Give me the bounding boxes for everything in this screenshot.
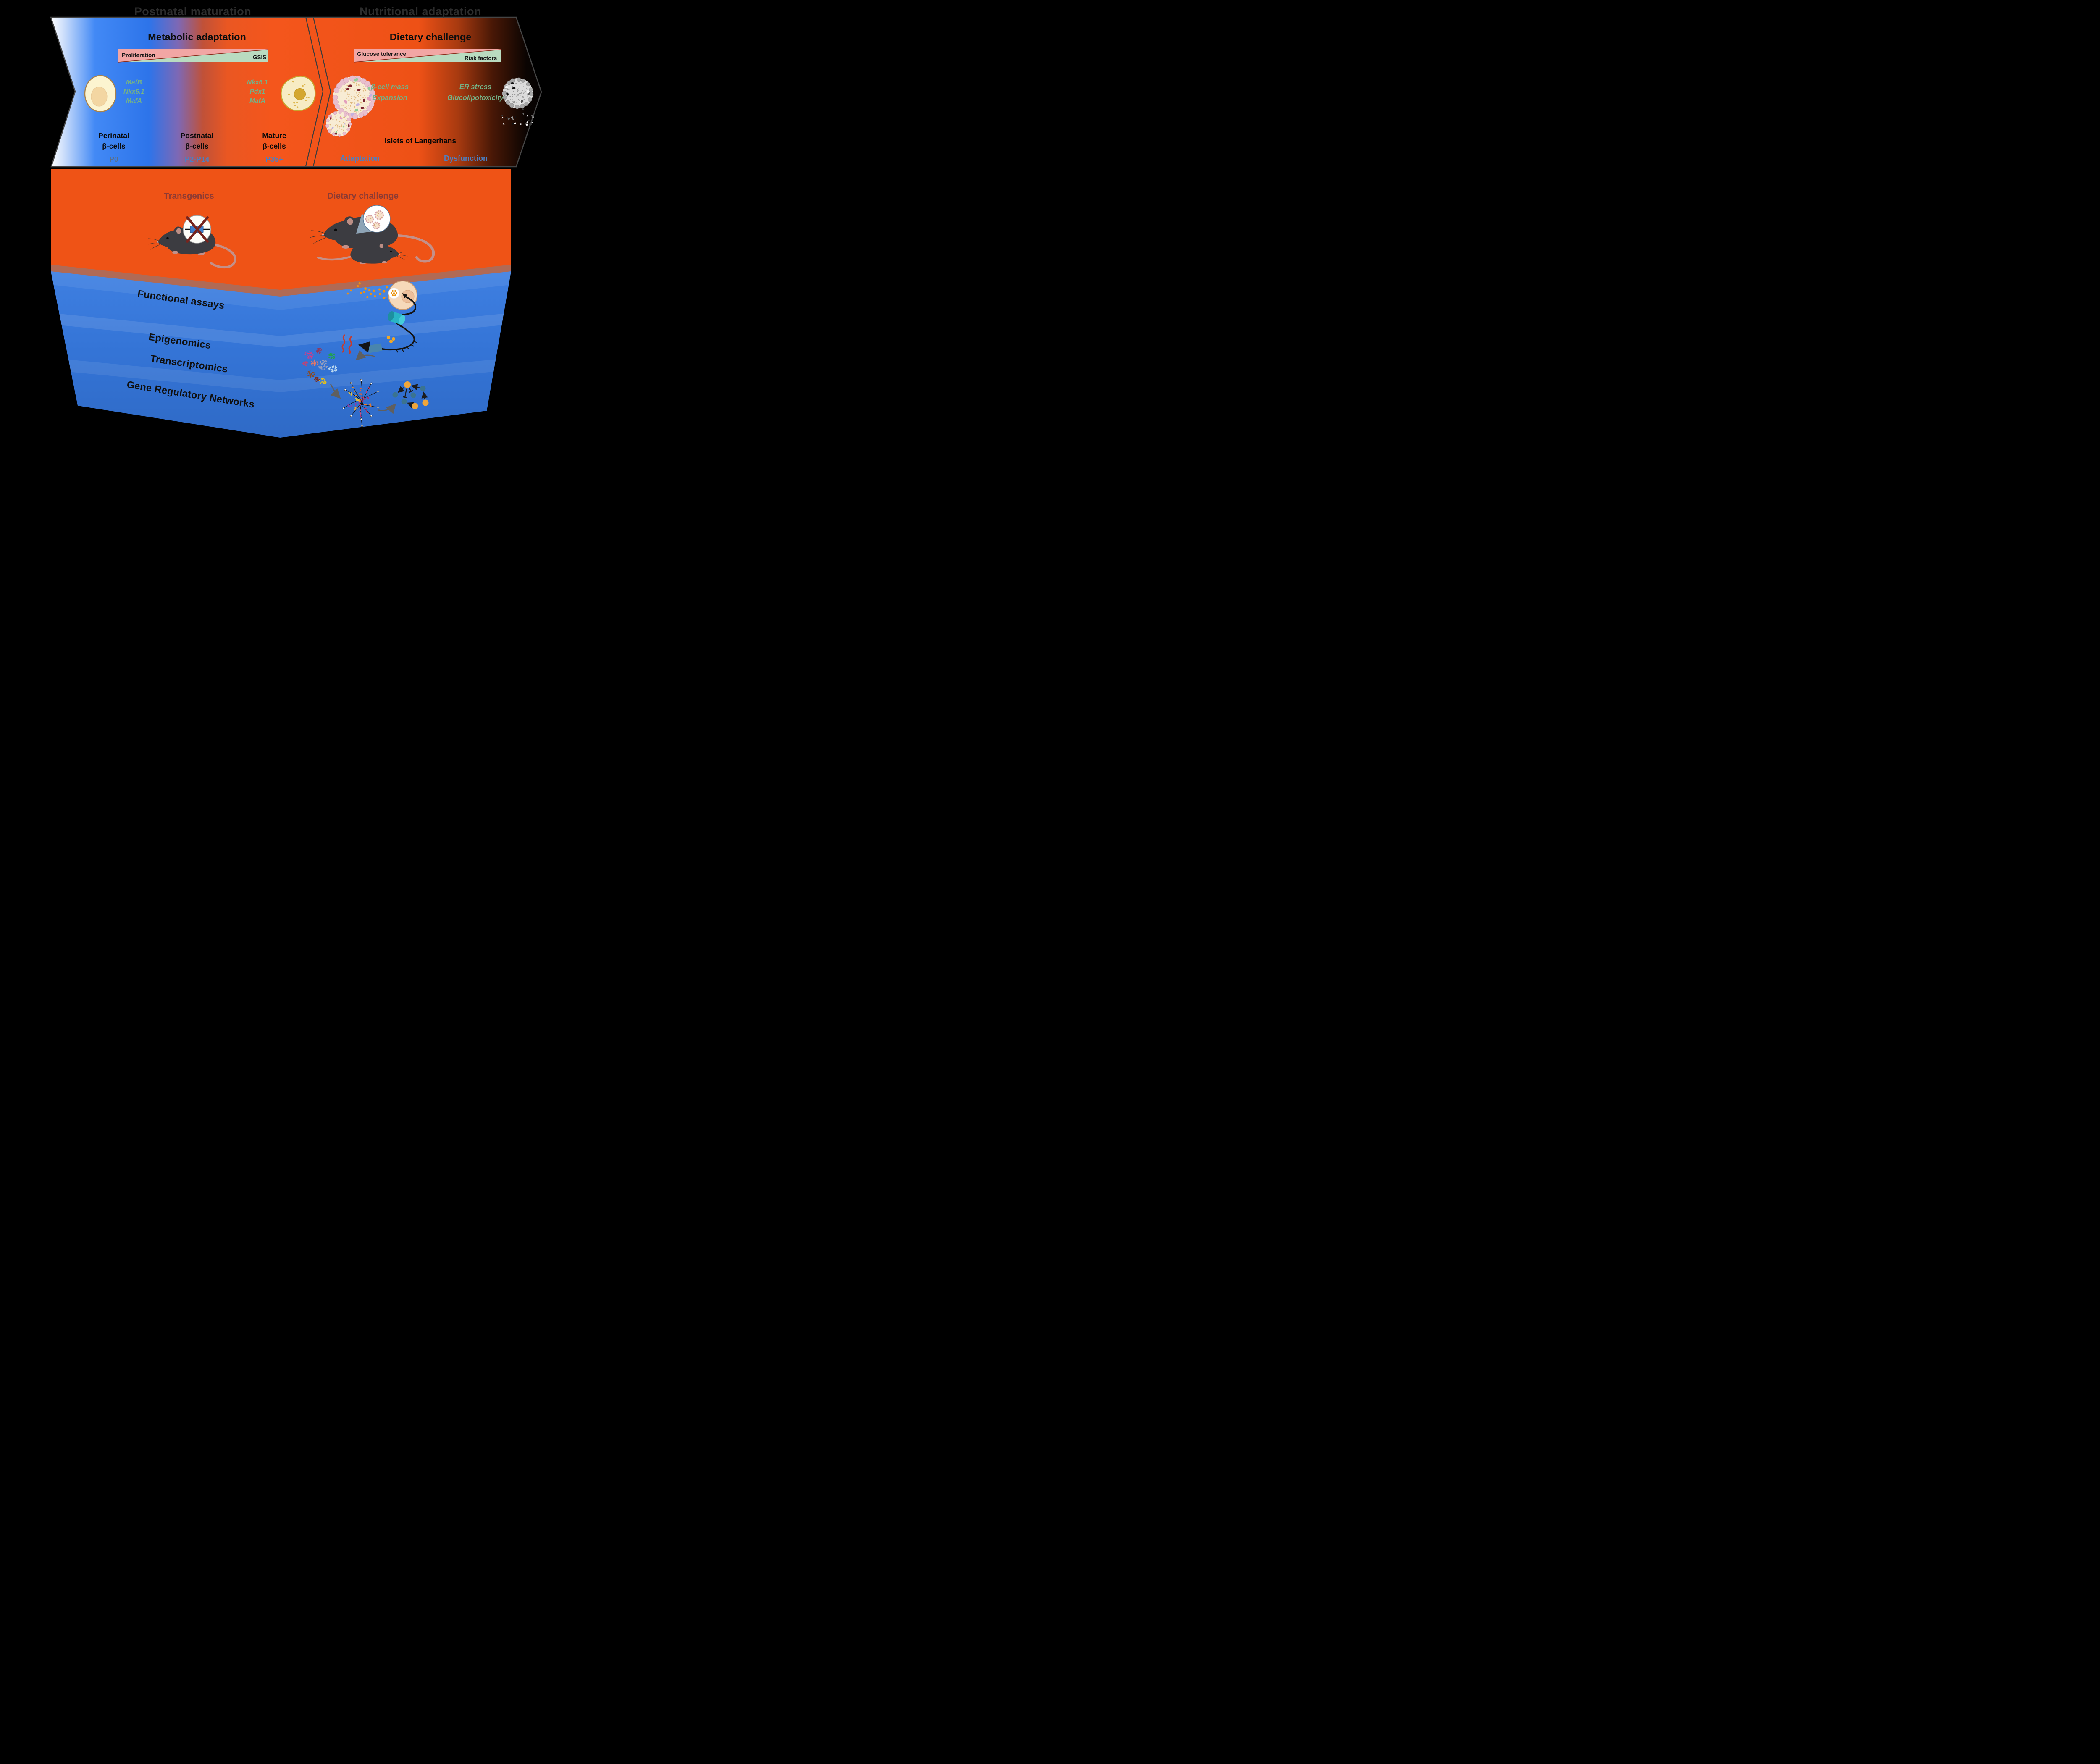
stage-line: Postnatal bbox=[180, 131, 214, 140]
transgenics-label: Transgenics bbox=[164, 191, 214, 201]
rna-icon bbox=[341, 334, 352, 354]
stage-line: Perinatal bbox=[98, 131, 129, 140]
control-mouse-icon bbox=[317, 242, 408, 265]
stage-label-perinatal: Perinatal β-cells bbox=[98, 131, 129, 152]
models-band bbox=[51, 169, 511, 291]
nanopore-sequencer-icon bbox=[388, 311, 405, 325]
gene-label: Nkx6.1 bbox=[247, 79, 268, 86]
gene-label: MafA bbox=[126, 97, 142, 105]
nutritional-section-title: Nutritional adaptation bbox=[360, 5, 481, 18]
dietary-challenge-label: Dietary challenge bbox=[327, 191, 399, 201]
arrow-to-tsne-icon bbox=[355, 350, 375, 361]
figure-graphics bbox=[50, 16, 542, 438]
note-line: Glucolipotoxicity bbox=[447, 94, 504, 102]
arrow-to-trajectory-icon bbox=[330, 383, 341, 399]
stage-label-mature: Mature β-cells bbox=[262, 131, 286, 152]
note-line: β-cell mass bbox=[370, 83, 409, 91]
stage-line: Mature bbox=[262, 131, 286, 140]
scale-label-glucose-tolerance: Glucose tolerance bbox=[357, 51, 407, 57]
stage-line: β-cells bbox=[102, 142, 126, 150]
islet-small-icon bbox=[325, 111, 352, 137]
age-label-p2-p14: P2-P14 bbox=[184, 155, 210, 163]
islets-caption: Islets of Langerhans bbox=[384, 136, 457, 145]
section-divider-chevron bbox=[305, 17, 324, 167]
tsne-clusters-icon bbox=[302, 348, 338, 385]
stage-label-postnatal: Postnatal β-cells bbox=[181, 131, 214, 152]
note-line: ER stress bbox=[459, 83, 492, 91]
scale-label-proliferation: Proliferation bbox=[122, 52, 155, 58]
trajectory-graph-icon bbox=[342, 379, 379, 427]
workflow-arrows bbox=[330, 350, 396, 414]
perinatal-gene-labels: MafB Nkx6.1 MafA bbox=[123, 78, 144, 106]
glucose-risk-scale bbox=[353, 49, 501, 63]
stage-line: β-cells bbox=[185, 142, 209, 150]
mature-beta-cell-icon bbox=[281, 76, 316, 111]
scale-label-gsis: GSIS bbox=[253, 54, 267, 60]
gene-label: MafB bbox=[126, 79, 142, 86]
postnatal-section-title: Postnatal maturation bbox=[134, 5, 252, 18]
figure-beta-cell-maturation: Postnatal maturation Nutritional adaptat… bbox=[0, 0, 630, 441]
age-label-p35: P35+ bbox=[265, 155, 283, 163]
gene-network-icon bbox=[392, 381, 429, 410]
gene-knockout-symbol-icon bbox=[183, 215, 211, 244]
proliferation-gsis-scale bbox=[118, 49, 269, 63]
dietary-header: Dietary challenge bbox=[389, 32, 472, 42]
mature-gene-labels: Nkx6.1 Pdx1 MafA bbox=[247, 78, 268, 106]
islet-icon bbox=[332, 75, 376, 120]
outcome-dysfunction: Dysfunction bbox=[444, 154, 488, 163]
islet-callout-icon bbox=[356, 205, 391, 234]
stressed-islet-icon bbox=[501, 77, 534, 126]
section-divider-chevron bbox=[312, 17, 331, 167]
scale-label-risk-factors: Risk factors bbox=[465, 55, 497, 61]
beta-cell-mass-note: β-cell mass Expansion bbox=[371, 82, 409, 103]
perinatal-beta-cell-icon bbox=[84, 75, 117, 113]
omics-band bbox=[51, 265, 511, 438]
er-stress-note: ER stress Glucolipotoxicity bbox=[447, 82, 504, 103]
age-label-p0: P0 bbox=[109, 155, 118, 163]
note-line: Expansion bbox=[372, 94, 407, 102]
secreting-beta-cell-icon bbox=[346, 281, 417, 310]
gene-label: Nkx6.1 bbox=[123, 88, 144, 95]
patch-sequencing-icon bbox=[358, 293, 417, 353]
gene-label: MafA bbox=[249, 97, 265, 105]
stage-line: β-cells bbox=[262, 142, 286, 150]
outcome-adaptation: Adaptation bbox=[340, 154, 380, 163]
metabolic-header: Metabolic adaptation bbox=[148, 32, 246, 42]
gene-label: Pdx1 bbox=[249, 88, 265, 95]
arrow-to-network-icon bbox=[377, 403, 396, 414]
